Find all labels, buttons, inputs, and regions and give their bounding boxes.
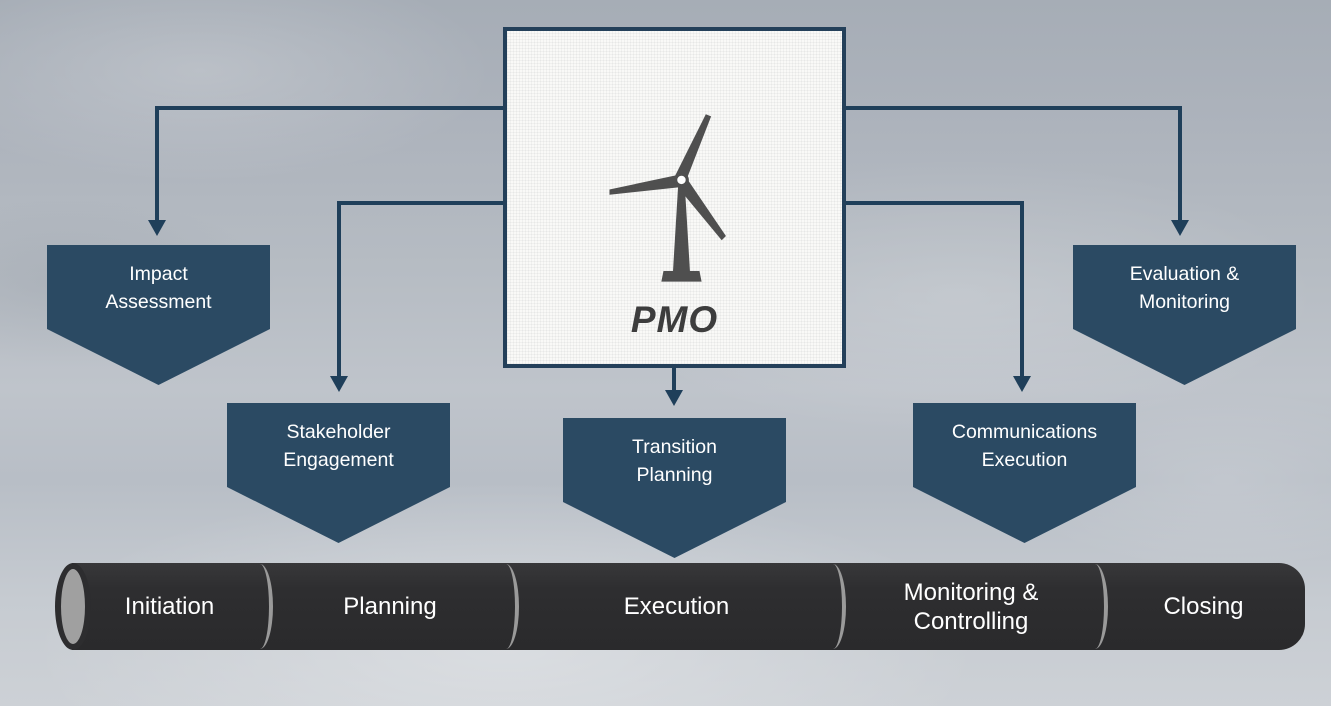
wind-turbine-icon [603,109,743,289]
connector-line-communications [846,201,1024,205]
pipeline-segment-initiation: Initiation [124,593,215,620]
pipeline-segment-planning: Planning [343,593,437,620]
pipeline-segment-closing: Closing [1163,593,1244,620]
connector-line-stakeholder [337,201,341,376]
arrow-down-icon [148,220,166,236]
banner-evaluation-monitoring: Evaluation & Monitoring [1073,245,1296,385]
pmo-box: PMO [503,27,846,368]
banner-label: Evaluation & [1129,263,1240,285]
banner-communications-execution: Communications Execution [913,403,1136,543]
banner-label: Monitoring [1138,291,1231,313]
banner-label: Assessment [105,291,212,313]
pipeline-segment-monitoring-controlling: Monitoring & Controlling [903,578,1039,635]
connector-line-transition [672,368,676,390]
pipeline-divider [820,564,846,649]
pipeline-divider [1082,564,1108,649]
connector-line-communications [1020,201,1024,376]
banner-label: Stakeholder [286,421,391,443]
banner-impact-assessment: Impact Assessment [47,245,270,385]
connector-line-impact [155,106,503,110]
banner-label: Impact [129,263,188,285]
arrow-down-icon [1013,376,1031,392]
pipeline-left-cap [55,563,91,650]
pipeline-divider [493,564,519,649]
banner-label: Transition [632,436,717,458]
banner-label: Engagement [283,449,394,471]
pipeline-divider [247,564,273,649]
banner-stakeholder-engagement: Stakeholder Engagement [227,403,450,543]
connector-line-evaluation [1178,106,1182,220]
banner-transition-planning: Transition Planning [563,418,786,558]
pmo-label: PMO [630,299,719,340]
banner-label: Planning [636,464,713,486]
arrow-down-icon [330,376,348,392]
pipeline-segment-execution: Execution [623,593,730,620]
banner-label: Execution [981,449,1068,471]
connector-line-stakeholder [337,201,503,205]
banner-label: Communications [951,421,1098,443]
arrow-down-icon [665,390,683,406]
arrow-down-icon [1171,220,1189,236]
connector-line-evaluation [846,106,1182,110]
connector-line-impact [155,106,159,220]
